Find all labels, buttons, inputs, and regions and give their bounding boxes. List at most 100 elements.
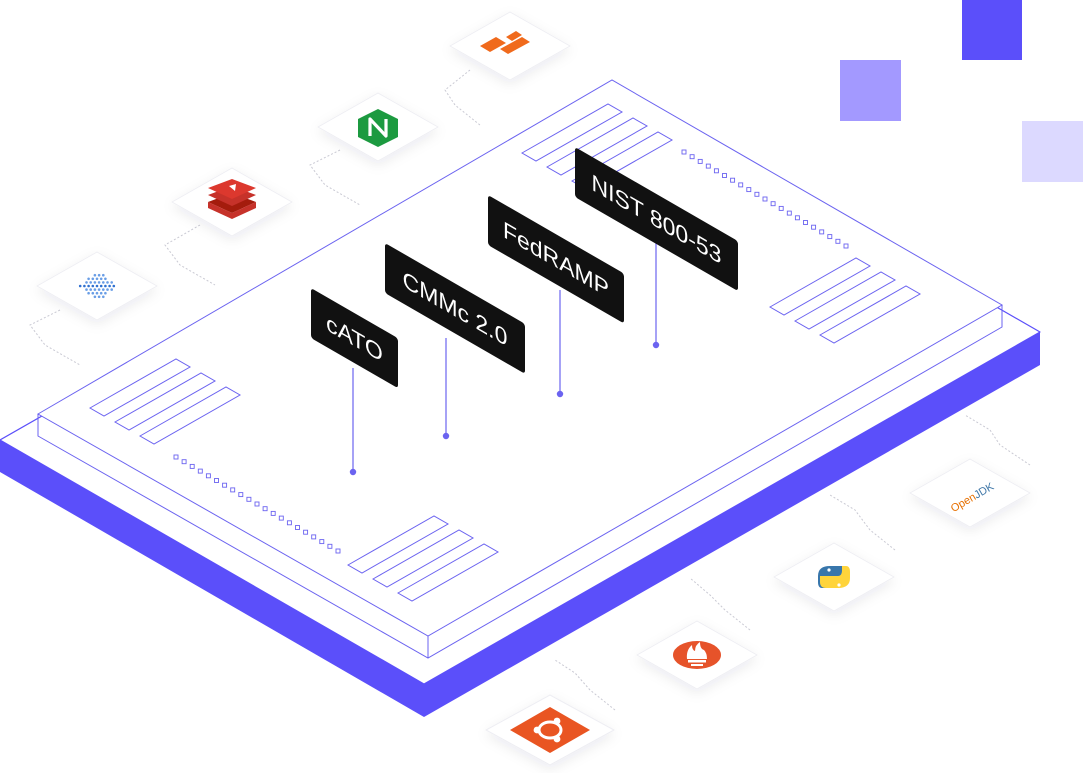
- globe-dot: [87, 291, 90, 295]
- ubuntu-icon: [510, 707, 590, 753]
- globe-dot: [102, 281, 105, 284]
- globe-dot: [85, 281, 88, 284]
- label-leads: [349, 242, 660, 476]
- pin: [738, 182, 744, 188]
- globe-dot: [99, 291, 103, 295]
- pin: [843, 243, 849, 249]
- pin: [246, 496, 252, 502]
- pin: [197, 468, 203, 474]
- pin: [189, 463, 195, 469]
- pin: [295, 525, 300, 530]
- pin: [303, 529, 309, 535]
- pin: [230, 487, 236, 493]
- connector-lines: [29, 69, 1031, 711]
- slot-group-bottom: [346, 515, 500, 602]
- pin: [754, 191, 760, 197]
- tile-prometheus: [636, 620, 758, 690]
- globe-dot: [91, 277, 95, 281]
- pin: [713, 168, 719, 174]
- globe-dot: [95, 284, 99, 288]
- globe-dot: [106, 288, 109, 291]
- pin: [689, 154, 695, 160]
- pin-row-top: [681, 149, 849, 249]
- tile-redis: [171, 167, 293, 237]
- pin: [278, 515, 284, 521]
- globe-dot: [93, 281, 97, 284]
- tile-ubuntu: [485, 694, 615, 766]
- nginx-icon: [358, 109, 398, 147]
- pin: [238, 492, 244, 498]
- pin: [181, 459, 187, 465]
- globe-dot: [91, 284, 95, 288]
- globe-dot: [93, 295, 97, 299]
- globe-dot: [78, 284, 82, 288]
- globe-dot: [83, 284, 86, 288]
- tile-globe: [36, 251, 158, 321]
- globe-dot: [112, 284, 116, 288]
- pin-row-bottom: [173, 454, 341, 554]
- globe-dot: [97, 273, 101, 277]
- pin: [286, 520, 292, 526]
- pin: [819, 229, 825, 235]
- globe-dot: [110, 288, 113, 291]
- deco-square-light: [1022, 121, 1083, 182]
- tile-nginx: [317, 92, 439, 162]
- globe-dot: [108, 284, 111, 288]
- pin: [778, 205, 784, 211]
- aws-icon: [480, 31, 530, 54]
- globe-dot: [102, 295, 105, 299]
- pin: [835, 238, 841, 244]
- globe-dot: [93, 288, 97, 291]
- pin: [205, 473, 211, 479]
- slot-group-left: [88, 358, 242, 445]
- pin: [697, 158, 703, 164]
- pin: [705, 163, 711, 169]
- globe-dot: [85, 288, 88, 291]
- tile-aws: [449, 11, 571, 81]
- globe-dot: [99, 277, 103, 281]
- globe-dot: [106, 281, 109, 284]
- pin: [794, 215, 800, 221]
- pin: [254, 501, 260, 507]
- deco-square-mid: [840, 60, 901, 121]
- globe-dot: [102, 273, 105, 277]
- python-icon: [818, 566, 850, 588]
- globe-dot: [97, 281, 101, 284]
- pin: [730, 177, 736, 183]
- globe-dot: [97, 288, 101, 291]
- pin: [270, 510, 276, 516]
- globe-dot: [97, 295, 101, 299]
- pin: [262, 506, 268, 512]
- prometheus-icon: [673, 641, 721, 669]
- deco-square-dark: [962, 0, 1022, 60]
- pin: [173, 454, 179, 460]
- pin: [746, 187, 752, 193]
- globe-icon: [78, 273, 116, 299]
- pin: [681, 149, 687, 155]
- tile-openjdk: OpenJDK: [909, 458, 1031, 528]
- tile-python: [773, 542, 895, 612]
- slot-group-right: [768, 257, 922, 344]
- globe-dot: [87, 284, 90, 288]
- globe-dot: [93, 273, 97, 277]
- globe-dot: [104, 277, 107, 281]
- pin: [214, 478, 219, 483]
- pin: [762, 196, 768, 202]
- pin: [770, 201, 776, 207]
- pin: [327, 543, 333, 549]
- pin: [786, 210, 792, 216]
- pin: [827, 234, 833, 240]
- pin: [311, 534, 317, 540]
- pin: [811, 224, 817, 230]
- pin: [335, 548, 341, 554]
- globe-dot: [104, 291, 107, 295]
- globe-dot: [91, 291, 95, 295]
- globe-dot: [102, 288, 105, 291]
- globe-dot: [104, 284, 107, 288]
- globe-dot: [110, 281, 113, 284]
- pin: [222, 482, 228, 488]
- globe-dot: [95, 291, 99, 295]
- globe-dot: [95, 277, 99, 281]
